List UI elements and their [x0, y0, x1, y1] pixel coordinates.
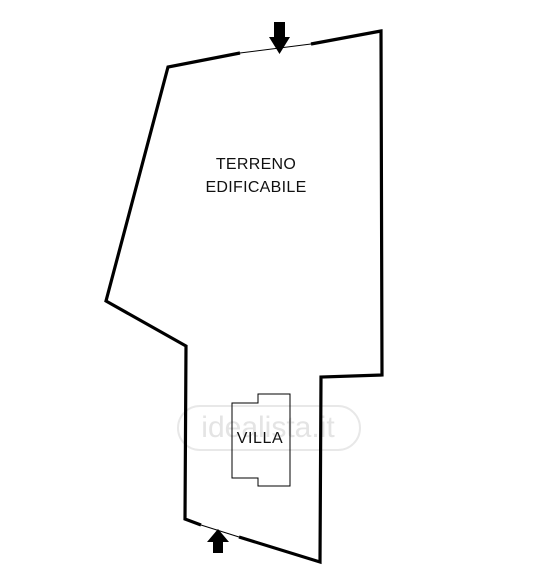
south-entrance-arrow: [207, 529, 229, 553]
north-entrance-arrow: [269, 22, 290, 54]
plot-label-line1: TERRENO: [216, 156, 296, 173]
watermark: idealista.it: [177, 405, 361, 451]
plot-boundary-east: [238, 29, 384, 565]
plot-boundary: [104, 51, 241, 527]
villa-footprint: [231, 393, 291, 487]
south-gap-line: [200, 524, 240, 538]
building-label: VILLA: [237, 430, 284, 447]
watermark-text: idealista.it: [201, 411, 335, 444]
watermark-frame: [177, 405, 361, 451]
north-gap-line: [239, 43, 312, 54]
plot-label-line2: EDIFICABILE: [205, 179, 306, 196]
